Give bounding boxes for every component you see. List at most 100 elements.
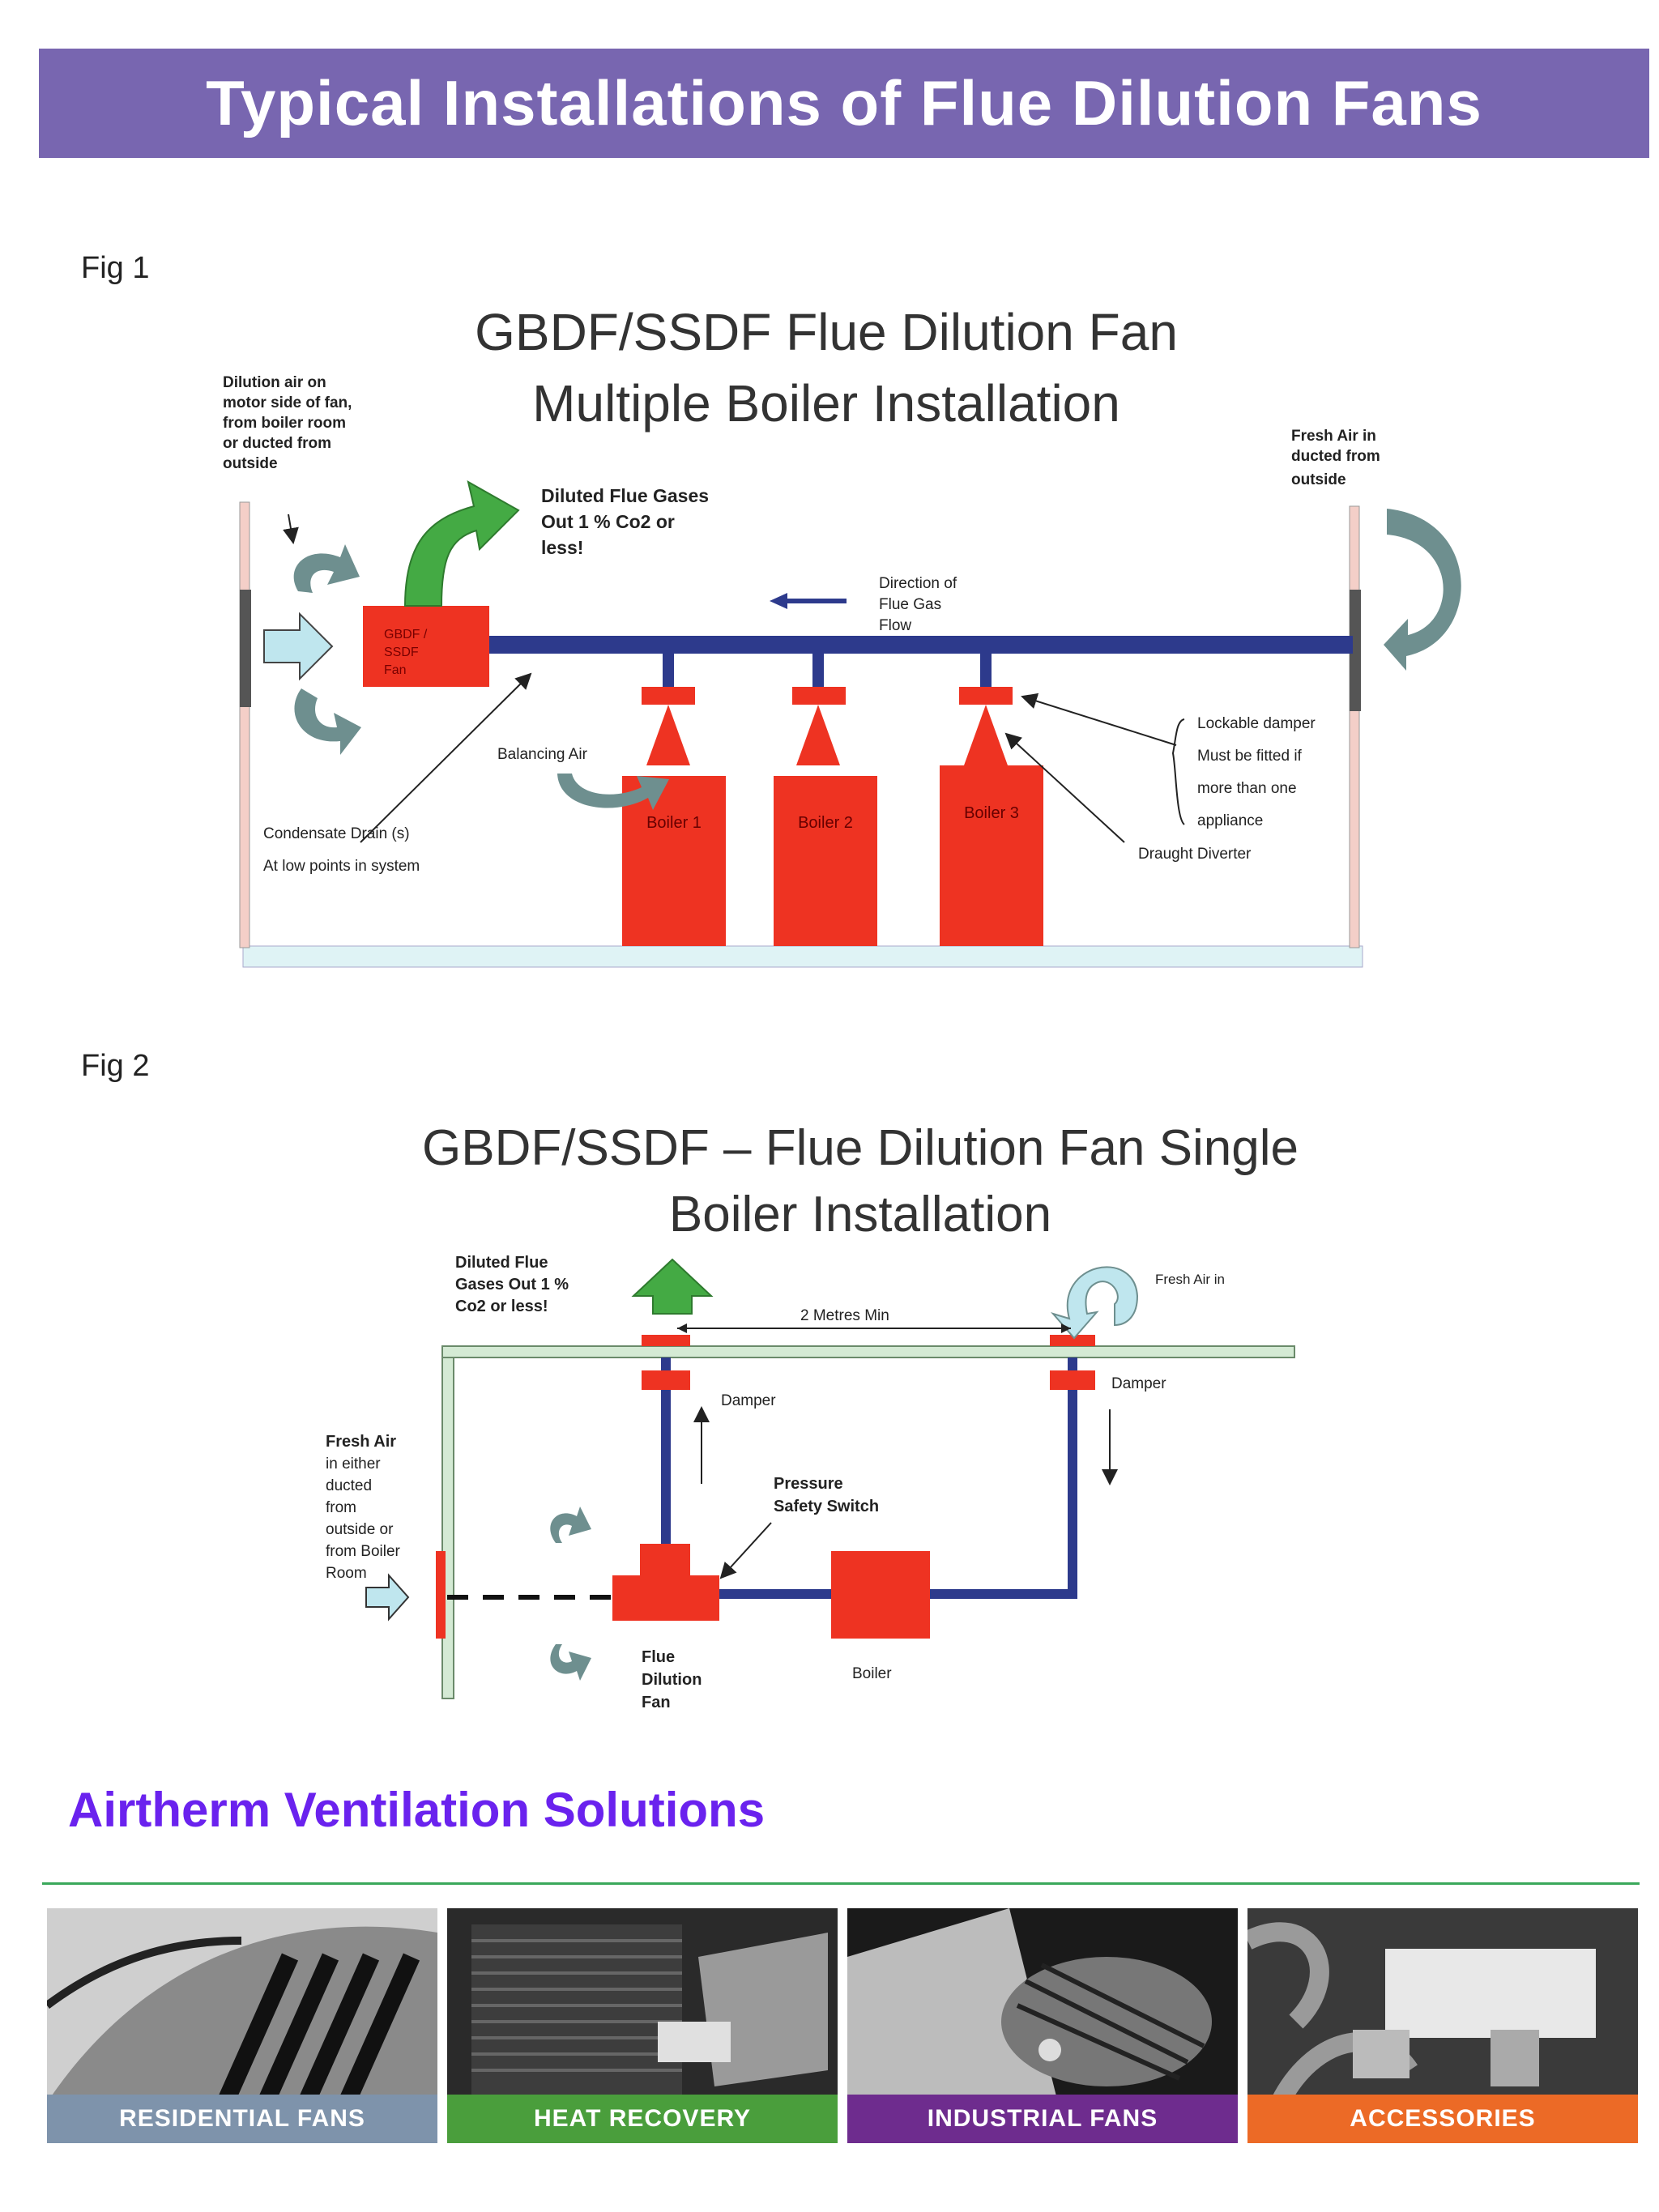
fig2-note-diluted-2: Gases Out 1 % (455, 1276, 569, 1294)
fig1-left-louvre (240, 590, 251, 707)
fig1-fresh-air-arrow (1384, 509, 1461, 671)
fig2-inlet-arrow (365, 1573, 410, 1622)
fig1-boiler-1 (622, 776, 726, 946)
fig1-note-diluted-3: less! (541, 537, 583, 558)
fig2-roof (441, 1345, 1295, 1358)
fig2-fan-box (612, 1575, 719, 1621)
fig1-note-dilution-4: or ducted from (223, 435, 331, 452)
fig1-inlet-arrow (263, 612, 334, 681)
fig1-boiler-2 (774, 776, 877, 946)
fig1-note-dilution-5: outside (223, 455, 278, 472)
fig2-damper-left (642, 1370, 690, 1390)
fig2-top-damper-right (1050, 1335, 1095, 1346)
diagrams-canvas: GBDF/SSDF Flue Dilution Fan Multiple Boi… (223, 303, 1461, 1711)
fig1-floor (242, 945, 1363, 968)
fig1-branch-3 (980, 652, 992, 694)
fig2-note-fresh-1: Fresh Air (326, 1433, 396, 1451)
fig1-boiler-3 (940, 765, 1043, 946)
fig1-damper-1 (642, 687, 695, 705)
fig1-right-louvre (1350, 590, 1361, 711)
fig2-wall-grille (436, 1551, 446, 1639)
page-title: Typical Installations of Flue Dilution F… (206, 67, 1482, 139)
card-heat-recovery-label: HEAT RECOVERY (447, 2095, 838, 2143)
fig2-note-fresh-6: from Boiler (326, 1543, 401, 1560)
fig1-lockable-4: appliance (1197, 812, 1263, 829)
fig2-damper-right (1050, 1370, 1095, 1390)
fig1-diverter-3 (964, 705, 1008, 765)
fig1-balancing-air-label: Balancing Air (497, 746, 588, 763)
fig2-intake-duct (1068, 1357, 1077, 1596)
fig1-fan-label-2: SSDF (384, 646, 419, 659)
fig2-damper-left-label: Damper (721, 1392, 776, 1409)
fig1-right-wall (1349, 505, 1360, 948)
fig1-title-line1: GBDF/SSDF Flue Dilution Fan (475, 303, 1178, 361)
fig1-label: Fig 1 (81, 251, 150, 285)
fig1-note-direction-3: Flow (879, 617, 911, 634)
fig1-note-fresh-3: outside (1291, 471, 1346, 488)
card-accessories-label: ACCESSORIES (1247, 2095, 1638, 2143)
fig2-top-damper-left (642, 1335, 690, 1346)
fig1-lockable-1: Lockable damper (1197, 715, 1316, 732)
card-industrial-fans[interactable]: INDUSTRIAL FANS (847, 1908, 1238, 2143)
fig2-fresh-air-arrow (1050, 1266, 1139, 1340)
fig2-pressure-switch-1: Pressure (774, 1475, 843, 1493)
fig1-draught-label: Draught Diverter (1138, 846, 1252, 863)
accessories-image (1247, 1908, 1638, 2103)
fig1-condensate-1: Condensate Drain (s) (263, 825, 410, 842)
fig2-label: Fig 2 (81, 1049, 150, 1083)
fig1-note-fresh-2: ducted from (1291, 448, 1380, 465)
fig2-pressure-switch-2: Safety Switch (774, 1498, 879, 1515)
fig2-fan-label-2: Dilution (642, 1671, 702, 1689)
divider-rule (42, 1882, 1640, 1885)
fig1-branch-2 (812, 652, 824, 694)
fig1-main-duct (486, 636, 1353, 654)
fig1-note-direction-2: Flue Gas (879, 596, 941, 613)
fig1-dilution-air-arrow-bottom (294, 688, 361, 755)
card-heat-recovery[interactable]: HEAT RECOVERY (447, 1908, 838, 2143)
fig2-note-fresh-7: Room (326, 1565, 367, 1582)
fig1-dilution-air-arrow-top (293, 544, 360, 593)
industrial-fan-image (847, 1908, 1238, 2103)
fig1-note-diluted-2: Out 1 % Co2 or (541, 511, 675, 532)
fig1-boiler-1-label: Boiler 1 (646, 814, 702, 832)
fig1-note-diluted-1: Diluted Flue Gases (541, 485, 709, 506)
fig1-left-wall (239, 501, 250, 948)
fig2-note-fresh-2: in either (326, 1455, 381, 1473)
fig2-title-line1: GBDF/SSDF – Flue Dilution Fan Single (422, 1120, 1299, 1176)
fig2-note-fresh-3: ducted (326, 1477, 372, 1494)
fig1-fan-label-3: Fan (384, 663, 407, 677)
fig2-fresh-air-in-label: Fresh Air in (1155, 1272, 1225, 1287)
fig2-recirc-arrow-top (550, 1507, 591, 1543)
fig1-balancing-air-arrow (557, 774, 669, 810)
fig2-title-line2: Boiler Installation (669, 1187, 1051, 1242)
fig1-note-dilution-1: Dilution air on (223, 374, 326, 391)
fig2-note-diluted-3: Co2 or less! (455, 1298, 548, 1315)
fig2-boiler-label: Boiler (852, 1665, 892, 1682)
fig2-fan-label-1: Flue (642, 1648, 675, 1666)
fig1-branch-1 (663, 652, 674, 694)
fig2-recirc-arrow-bottom (550, 1644, 591, 1681)
fig1-diverter-2 (796, 705, 840, 765)
fig1-note-direction-1: Direction of (879, 575, 957, 592)
fig1-lockable-3: more than one (1197, 780, 1297, 797)
fig1-boiler-3-label: Boiler 3 (964, 804, 1019, 822)
fig2-exhaust-arrow (631, 1258, 714, 1315)
fig2-note-diluted-1: Diluted Flue (455, 1254, 548, 1272)
card-accessories[interactable]: ACCESSORIES (1247, 1908, 1638, 2143)
fig1-title-line2: Multiple Boiler Installation (532, 374, 1120, 433)
fig1-fan-box (363, 606, 489, 687)
fig2-boiler-box (831, 1551, 930, 1639)
fig2-damper-right-label: Damper (1111, 1375, 1166, 1392)
heat-recovery-unit-image (447, 1908, 838, 2103)
fig1-fan-label-1: GBDF / (384, 628, 428, 641)
fig1-damper-2 (792, 687, 846, 705)
fig2-distance-label: 2 Metres Min (800, 1307, 889, 1324)
card-residential-fans-label: RESIDENTIAL FANS (47, 2095, 437, 2143)
fig1-condensate-2: At low points in system (263, 858, 420, 875)
fig2-exhaust-duct (661, 1357, 671, 1544)
card-residential-fans[interactable]: RESIDENTIAL FANS (47, 1908, 437, 2143)
fig2-wall (441, 1345, 454, 1699)
fig1-note-dilution-2: motor side of fan, (223, 394, 352, 411)
fig1-damper-3 (959, 687, 1013, 705)
fig1-boiler-2-label: Boiler 2 (798, 814, 853, 832)
